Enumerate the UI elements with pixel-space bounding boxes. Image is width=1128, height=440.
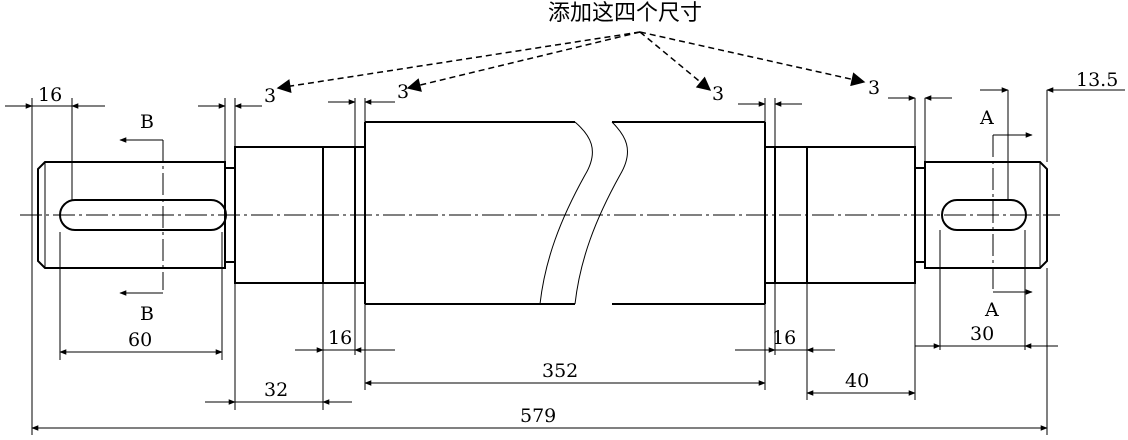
- dim-40: 40: [845, 370, 869, 392]
- dim-16-mid-right: 16: [772, 327, 796, 349]
- dim-579: 579: [520, 405, 556, 427]
- dim-13-5: 13.5: [1076, 69, 1118, 91]
- shaft-outline: [37, 121, 1048, 305]
- dim-16-left: 16: [38, 84, 62, 106]
- dim-16-mid-left: 16: [328, 327, 352, 349]
- dimension-lines: [5, 87, 1125, 431]
- annotation-note: 添加这四个尺寸: [548, 1, 702, 26]
- section-label-a-bottom: A: [984, 299, 999, 321]
- dim-30: 30: [970, 323, 994, 345]
- section-label-a-top: A: [979, 107, 994, 129]
- section-b-marks: [119, 137, 164, 296]
- dim-3-gap-b: 3: [397, 81, 409, 103]
- annotation-leaders: [276, 31, 866, 93]
- dim-32: 32: [264, 379, 288, 401]
- dim-352: 352: [542, 360, 578, 382]
- dim-3-gap-a: 3: [264, 85, 276, 107]
- section-label-b-bottom: B: [140, 303, 154, 325]
- dim-3-gap-c: 3: [712, 83, 724, 105]
- dim-60: 60: [128, 329, 152, 351]
- dim-3-gap-d: 3: [868, 77, 880, 99]
- section-label-b-top: B: [140, 111, 154, 133]
